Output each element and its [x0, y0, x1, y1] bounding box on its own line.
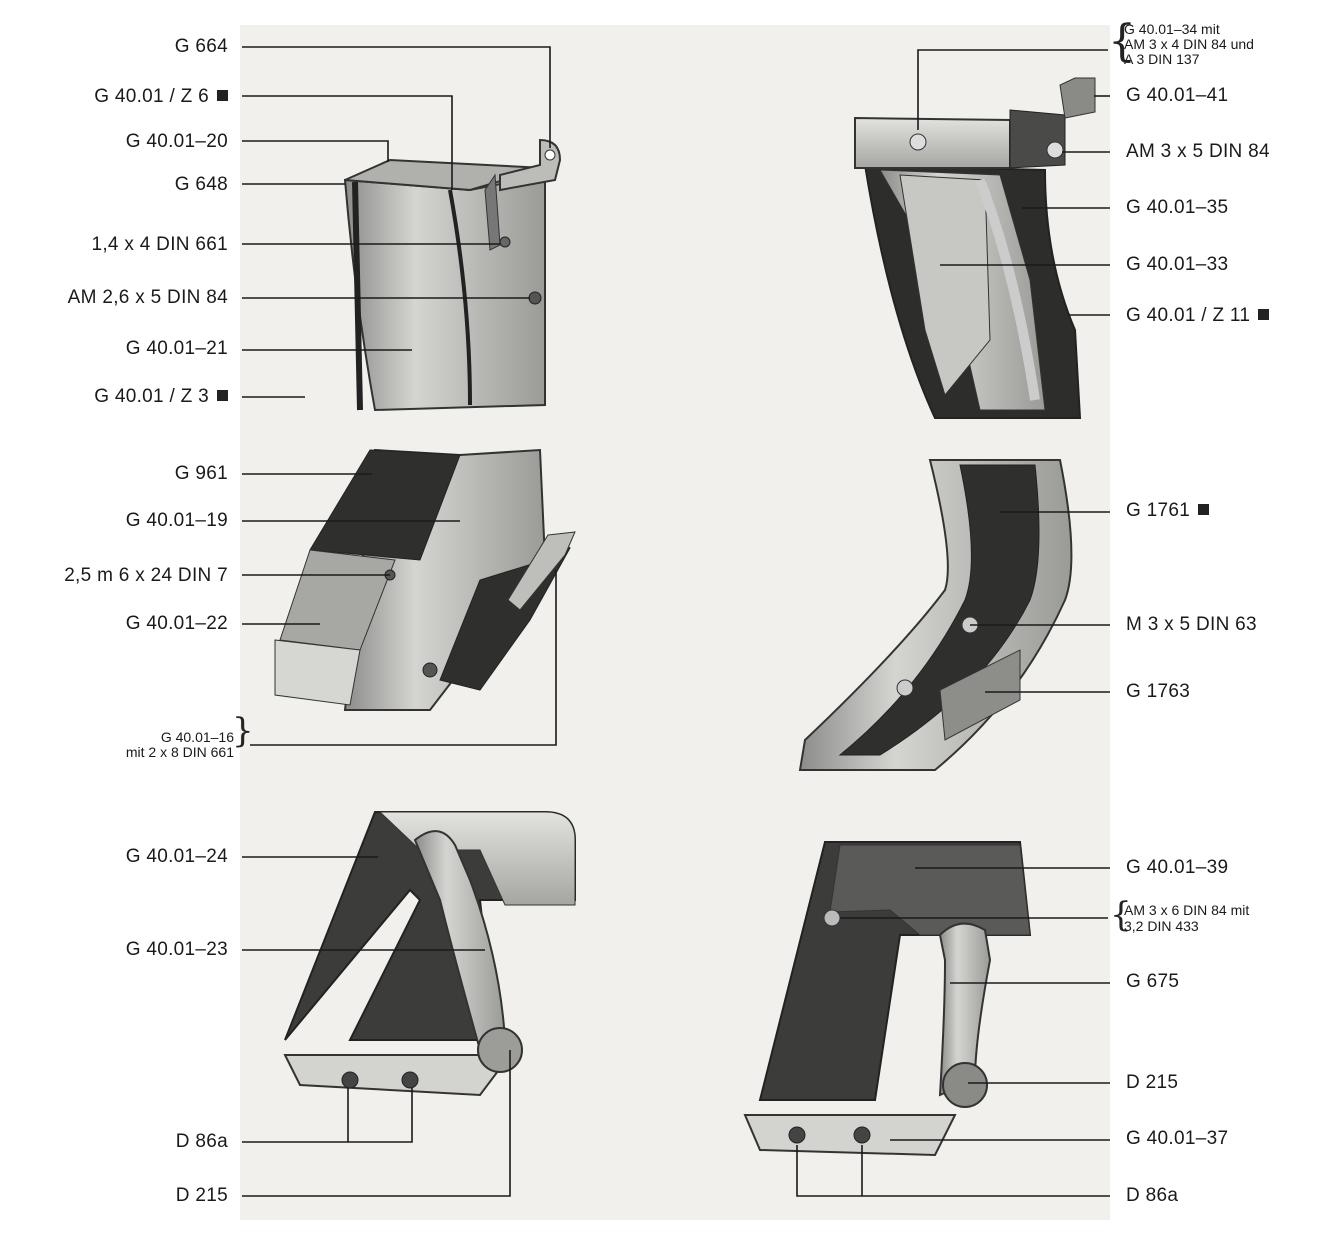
label-g40-01-35: G 40.01–35	[1126, 197, 1229, 218]
label-g40-01-19: G 40.01–19	[125, 510, 228, 531]
label-g961: G 961	[174, 463, 228, 484]
label-din661: 1,4 x 4 DIN 661	[91, 234, 228, 255]
label-g40-01-23: G 40.01–23	[125, 939, 228, 960]
label-g664: G 664	[174, 36, 228, 57]
label-g40-01-34-line2: AM 3 x 4 DIN 84 und	[1124, 36, 1254, 52]
label-d86a-left: D 86a	[175, 1131, 228, 1152]
label-g40-01-z6: G 40.01 / Z 6	[94, 86, 228, 108]
label-g40-01-34-line1: G 40.01–34 mit	[1124, 21, 1220, 37]
label-g40-01-22: G 40.01–22	[125, 613, 228, 634]
square-marker-icon	[217, 90, 228, 101]
part-lower-right	[743, 841, 1032, 1157]
label-d215-right: D 215	[1126, 1072, 1179, 1093]
brace-left-icon: {	[1110, 895, 1132, 935]
label-g40-01-37: G 40.01–37	[1126, 1128, 1229, 1149]
label-g40-01-39: G 40.01–39	[1126, 857, 1229, 878]
part-middle-left	[274, 448, 576, 711]
label-din7: 2,5 m 6 x 24 DIN 7	[64, 565, 228, 586]
label-g40-01-16-line1: G 40.01–16	[160, 729, 234, 745]
label-g40-01-16-line2: mit 2 x 8 DIN 661	[125, 744, 234, 760]
label-am3x6-line2: 3,2 DIN 433	[1124, 918, 1199, 934]
label-m3x5-din63: M 3 x 5 DIN 63	[1126, 614, 1257, 635]
label-g40-01-z11: G 40.01 / Z 11	[1126, 305, 1270, 327]
label-d215-left: D 215	[175, 1185, 228, 1206]
label-g40-01-21: G 40.01–21	[125, 338, 228, 359]
brace-right-icon: }	[232, 711, 254, 751]
label-g1763: G 1763	[1126, 681, 1191, 702]
brace-left-icon: {	[1108, 16, 1136, 67]
label-g40-01-34-line3: A 3 DIN 137	[1124, 51, 1200, 67]
leader-lines	[242, 46, 1110, 1197]
part-lower-left	[283, 811, 576, 1097]
label-g648: G 648	[174, 174, 228, 195]
label-am26-din84: AM 2,6 x 5 DIN 84	[67, 287, 228, 308]
label-am3x5-din84: AM 3 x 5 DIN 84	[1126, 141, 1270, 162]
label-g675: G 675	[1126, 971, 1180, 992]
label-d86a-right: D 86a	[1126, 1185, 1179, 1206]
label-g40-01-z3: G 40.01 / Z 3	[94, 386, 228, 408]
label-g40-01-20: G 40.01–20	[125, 131, 228, 152]
part-middle-right	[798, 459, 1073, 771]
square-marker-icon	[1258, 309, 1270, 320]
label-g1761: G 1761	[1126, 500, 1210, 522]
label-g40-01-33: G 40.01–33	[1126, 254, 1229, 275]
label-am3x6-line1: AM 3 x 6 DIN 84 mit	[1124, 902, 1250, 918]
part-upper-right	[854, 77, 1096, 419]
square-marker-icon	[1198, 504, 1210, 515]
part-upper-left	[343, 138, 562, 412]
square-marker-icon	[217, 390, 228, 401]
label-g40-01-24: G 40.01–24	[125, 846, 228, 867]
label-g40-01-41: G 40.01–41	[1126, 85, 1229, 106]
